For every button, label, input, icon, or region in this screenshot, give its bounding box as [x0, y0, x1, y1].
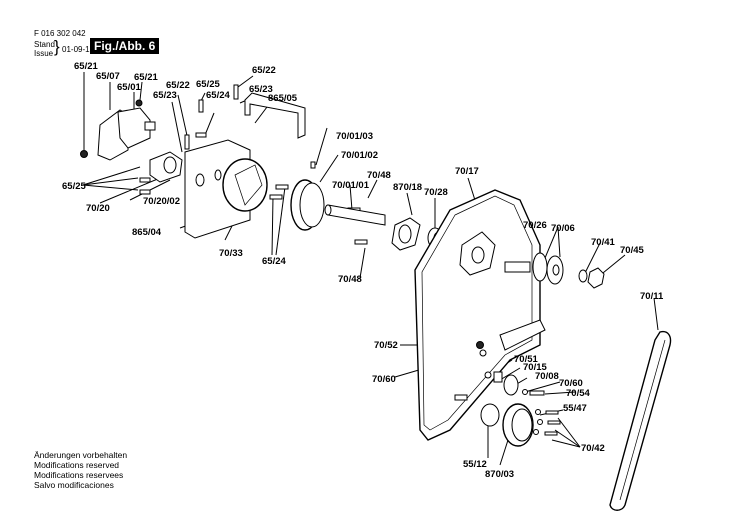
- part-70-42-bolt-b: [547, 420, 561, 425]
- label-70-33[interactable]: 70/33: [219, 248, 243, 259]
- label-65-21-b[interactable]: 65/21: [134, 72, 158, 83]
- label-65-22-a[interactable]: 65/22: [166, 80, 190, 91]
- part-65-01-shaft: [144, 121, 156, 131]
- label-70-01-03[interactable]: 70/01/03: [336, 131, 373, 142]
- label-55-12[interactable]: 55/12: [463, 459, 487, 470]
- label-70-42[interactable]: 70/42: [581, 443, 605, 454]
- part-870-18-flange: [391, 217, 421, 251]
- label-65-07[interactable]: 65/07: [96, 71, 120, 82]
- note-fr: Modifications reservees: [34, 470, 124, 480]
- part-70-51-washer: [484, 371, 492, 379]
- part-70-01-03-key: [310, 161, 316, 169]
- part-70-06-pulley-a: [532, 252, 548, 282]
- part-70-52-nut: [476, 341, 484, 349]
- label-70-06[interactable]: 70/06: [551, 223, 575, 234]
- label-65-23-a[interactable]: 65/23: [153, 90, 177, 101]
- part-70-11-belt: [609, 330, 672, 511]
- label-870-18[interactable]: 870/18: [393, 182, 423, 193]
- stand-label: Stand: [34, 40, 55, 49]
- part-55-12-bushing: [480, 403, 500, 427]
- part-70-60-washer-a: [479, 349, 487, 357]
- label-55-47[interactable]: 55/47: [563, 403, 587, 414]
- part-70-26-shaft: [504, 261, 531, 273]
- label-70-54[interactable]: 70/54: [566, 388, 590, 399]
- label-65-25-a[interactable]: 65/25: [196, 79, 220, 90]
- part-70-60-washer-b: [522, 389, 528, 395]
- part-70-08-roller: [503, 374, 519, 396]
- label-70-01-01[interactable]: 70/01/01: [332, 180, 369, 191]
- issue-date: 01-09-12: [62, 45, 95, 54]
- part-70-33-pulley: [222, 158, 268, 212]
- figure-label: Fig./Abb. 6: [90, 38, 160, 54]
- part-65-21-nut-b: [135, 99, 143, 107]
- label-70-15[interactable]: 70/15: [523, 362, 547, 373]
- part-70-20-02-bearing: [163, 156, 177, 174]
- label-70-20[interactable]: 70/20: [86, 203, 110, 214]
- label-65-24-b[interactable]: 65/24: [262, 256, 286, 267]
- part-number: F 016 302 042: [34, 29, 86, 38]
- label-70-48-b[interactable]: 70/48: [338, 274, 362, 285]
- label-70-52[interactable]: 70/52: [374, 340, 398, 351]
- part-70-17-mount: [459, 231, 496, 276]
- label-870-03[interactable]: 870/03: [485, 469, 515, 480]
- issue-label: Issue: [34, 49, 54, 58]
- part-70-42-bolt-a: [545, 410, 559, 415]
- note-de: Änderungen vorbehalten: [34, 450, 128, 460]
- label-70-01-02[interactable]: 70/01/02: [341, 150, 378, 161]
- label-70-45[interactable]: 70/45: [620, 245, 644, 256]
- label-70-20-02[interactable]: 70/20/02: [143, 196, 180, 207]
- part-70-42-bolt-c: [544, 431, 558, 436]
- label-70-26[interactable]: 70/26: [523, 220, 547, 231]
- label-865-04[interactable]: 865/04: [132, 227, 162, 238]
- label-65-21-a[interactable]: 65/21: [74, 61, 98, 72]
- label-70-28[interactable]: 70/28: [424, 187, 448, 198]
- label-70-41[interactable]: 70/41: [591, 237, 615, 248]
- label-70-60-b[interactable]: 70/60: [559, 378, 583, 389]
- note-es: Salvo modificaciones: [34, 480, 114, 490]
- label-70-60-a[interactable]: 70/60: [372, 374, 396, 385]
- part-70-15-spacer: [493, 371, 503, 383]
- label-65-25-b[interactable]: 65/25: [62, 181, 86, 192]
- label-70-08[interactable]: 70/08: [535, 371, 559, 382]
- label-65-24-a[interactable]: 65/24: [206, 90, 230, 101]
- label-65-23-b[interactable]: 65/23: [249, 84, 273, 95]
- label-70-48-a[interactable]: 70/48: [367, 170, 391, 181]
- part-tensioner-arm: [499, 319, 546, 351]
- label-65-01[interactable]: 65/01: [117, 82, 141, 93]
- label-865-05[interactable]: 865/05: [268, 93, 298, 104]
- part-65-01-housing: [117, 107, 151, 149]
- part-stud: [454, 394, 468, 401]
- label-70-11[interactable]: 70/11: [640, 291, 664, 302]
- part-70-45-nut: [587, 267, 605, 289]
- part-70-41-washer: [578, 269, 588, 283]
- label-65-22-b[interactable]: 65/22: [252, 65, 276, 76]
- part-70-17-frame: [414, 189, 541, 441]
- label-70-51[interactable]: 70/51: [514, 354, 538, 365]
- part-55-47-washer: [535, 409, 541, 415]
- part-65-21-nut-a: [80, 150, 88, 158]
- brace-glyph: }: [54, 37, 60, 56]
- label-70-17[interactable]: 70/17: [455, 166, 479, 177]
- part-865-05-bracket: [244, 92, 306, 139]
- part-70-54-bolt: [529, 390, 545, 396]
- part-70-06-pulley-b: [546, 255, 564, 285]
- note-en: Modifications reserved: [34, 460, 120, 470]
